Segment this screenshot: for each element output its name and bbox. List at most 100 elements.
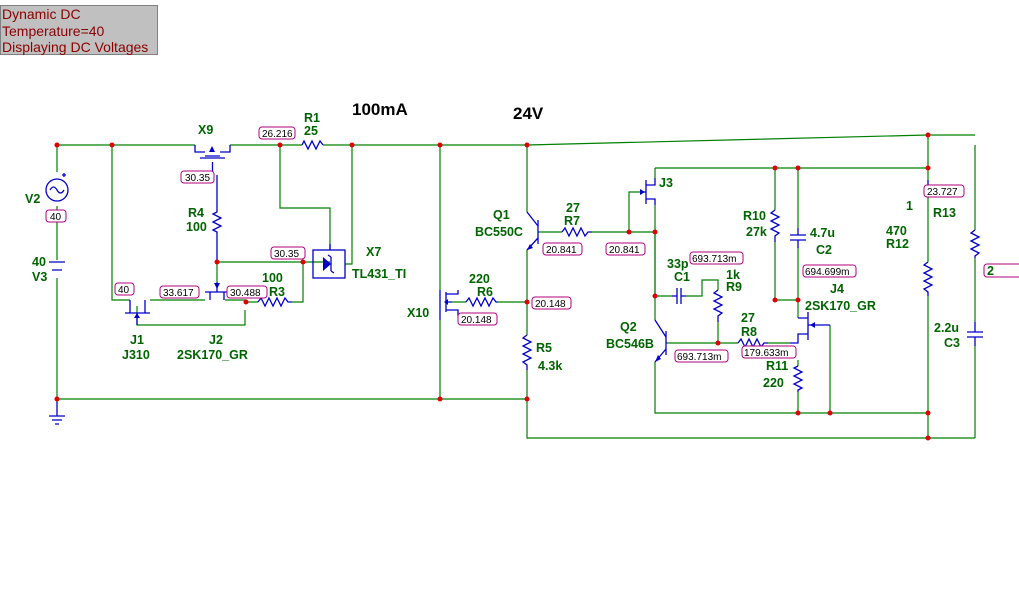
r9-label: R9	[726, 280, 742, 294]
q2-label: Q2	[620, 320, 637, 334]
x10-label: X10	[407, 306, 429, 320]
r10-label: R10	[743, 209, 766, 223]
r3-label: R3	[269, 285, 285, 299]
j4-jfet-symbol	[790, 312, 830, 344]
c2-capacitor	[790, 228, 806, 248]
v3-label: V3	[32, 270, 47, 284]
r13-value: 1	[906, 199, 913, 213]
q2-bjt-symbol	[654, 319, 667, 363]
svg-text:26.216: 26.216	[262, 129, 293, 140]
svg-text:30.35: 30.35	[274, 249, 299, 260]
r11-resistor	[792, 365, 804, 392]
voltage-tag: 693.713m	[674, 349, 729, 363]
current-heading: 100mA	[352, 100, 408, 119]
r7-label: R7	[564, 214, 580, 228]
wires	[56, 134, 976, 439]
r10-value: 27k	[746, 225, 767, 239]
svg-text:20.148: 20.148	[461, 315, 492, 326]
x9-label: X9	[198, 123, 213, 137]
r1-resistor	[301, 139, 324, 151]
c3-value: 2.2u	[934, 321, 959, 335]
r8-value: 27	[741, 311, 755, 325]
j2-label: J2	[209, 333, 223, 347]
q1-part: BC550C	[475, 225, 523, 239]
j1-part: J310	[122, 348, 150, 362]
c1-value: 33p	[667, 257, 689, 271]
simulation-info-box: Dynamic DC Temperature=40 Displaying DC …	[0, 5, 158, 55]
voltage-tag: 40	[114, 282, 135, 296]
voltage-tag: 26.216	[258, 126, 296, 140]
voltage-tag: 179.633m	[741, 345, 797, 359]
voltage-tag: 20.148	[457, 312, 498, 326]
r12-resistor	[922, 261, 934, 296]
r6-resistor	[465, 296, 498, 308]
r3-value: 100	[262, 271, 283, 285]
j4-label: J4	[830, 282, 844, 296]
voltage-tag: 30.35	[270, 246, 306, 260]
c1-capacitor	[672, 288, 686, 304]
r4-resistor	[211, 175, 223, 262]
r10-resistor	[769, 209, 781, 242]
j1-label: J1	[130, 333, 144, 347]
r3-resistor	[257, 296, 292, 308]
r12-value: 470	[886, 224, 907, 238]
right-edge-resistor	[969, 229, 981, 258]
v2-ac-source-symbol	[45, 173, 69, 202]
r13-label: R13	[933, 206, 956, 220]
svg-text:694.699m: 694.699m	[805, 267, 849, 278]
voltage-tags: 26.216 30.35 40 30.35 40 33.617 30.488	[45, 126, 1019, 363]
voltage-tag: 30.488	[226, 285, 268, 299]
j2-jfet-symbol	[205, 282, 228, 300]
svg-text:23.727: 23.727	[927, 187, 958, 198]
x7-part: TL431_TI	[352, 267, 406, 281]
j2-part: 2SK170_GR	[177, 348, 248, 362]
ground-symbol	[49, 399, 65, 425]
x10-mosfet-symbol	[439, 290, 459, 320]
q1-bjt-symbol	[526, 211, 539, 251]
r12-label: R12	[886, 237, 909, 251]
r11-label: R11	[766, 359, 788, 373]
voltage-tag: 20.841	[542, 242, 583, 256]
r9-value: 1k	[726, 268, 740, 282]
voltage-tag: 30.35	[180, 170, 215, 184]
q2-part: BC546B	[606, 337, 654, 351]
r9-resistor	[712, 289, 724, 322]
c1-label: C1	[674, 270, 690, 284]
j3-jfet-symbol	[640, 178, 656, 205]
x7-label: X7	[366, 245, 381, 259]
q1-label: Q1	[493, 208, 510, 222]
r6-value: 220	[469, 272, 490, 286]
r6-label: R6	[477, 285, 493, 299]
temperature-label: Temperature=40	[2, 22, 105, 39]
junction-dots	[54, 132, 931, 441]
c2-value: 4.7u	[810, 226, 835, 240]
r5-resistor	[521, 334, 533, 370]
r5-value: 4.3k	[538, 359, 562, 373]
voltage-heading: 24V	[513, 104, 544, 123]
v3-battery-symbol	[49, 261, 65, 271]
c2-label: C2	[816, 243, 832, 257]
j4-part: 2SK170_GR	[805, 299, 876, 313]
svg-text:40: 40	[118, 285, 130, 296]
svg-text:693.713m: 693.713m	[692, 254, 736, 265]
svg-text:33.617: 33.617	[163, 288, 194, 299]
voltage-tag: 20.841	[605, 242, 646, 256]
r4-label: R4	[188, 206, 204, 220]
r7-value: 27	[566, 201, 580, 215]
svg-text:20.148: 20.148	[535, 299, 566, 310]
v3-value: 40	[32, 255, 46, 269]
voltage-tag: 40	[45, 209, 67, 223]
r4-value: 100	[186, 220, 207, 234]
r8-label: R8	[741, 325, 757, 339]
c3-label: C3	[944, 336, 960, 350]
r1-label: R1	[304, 111, 320, 125]
svg-text:179.633m: 179.633m	[744, 348, 788, 359]
svg-text:2: 2	[987, 264, 994, 278]
svg-text:20.841: 20.841	[546, 245, 577, 256]
r1-value: 25	[304, 124, 318, 138]
analysis-mode-label: Dynamic DC	[2, 6, 81, 22]
component-labels: V2 40 V3 X9 R4 100 R1 25 X7 TL431_TI 100…	[25, 111, 960, 390]
c3-capacitor	[967, 322, 983, 346]
voltage-tag: 694.699m	[802, 264, 857, 278]
